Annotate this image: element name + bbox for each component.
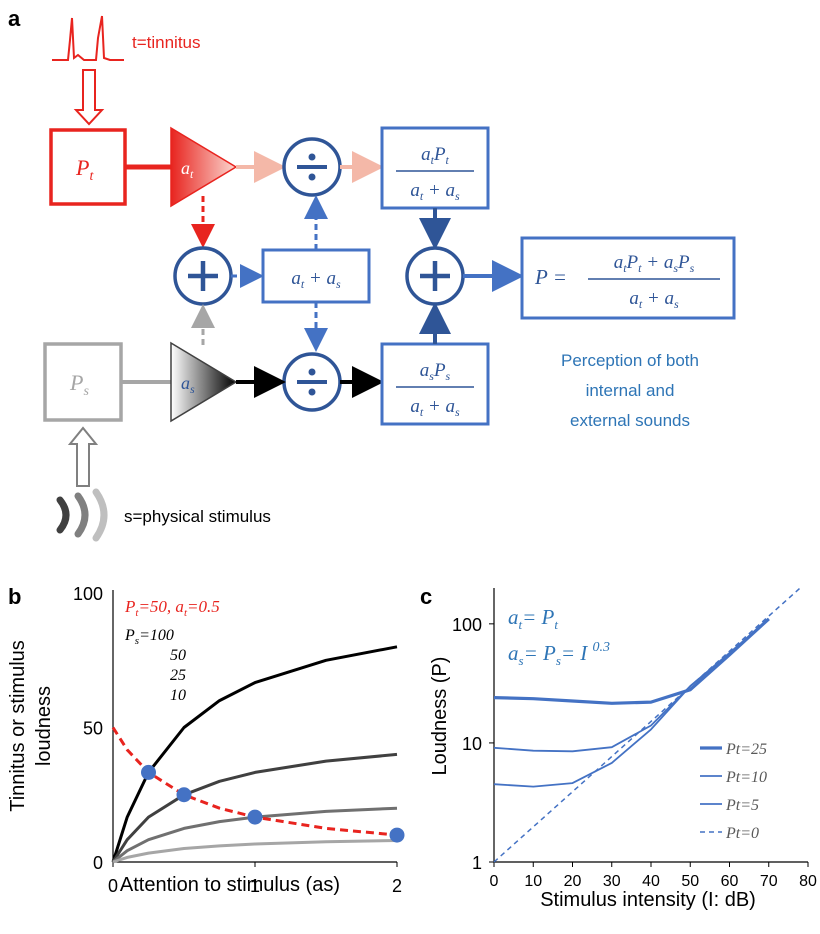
c-x-tick-label: 40 — [642, 873, 660, 890]
stimulus-label: s=physical stimulus — [124, 507, 271, 526]
b-series-line-3 — [112, 839, 398, 864]
panel-c-label: c — [420, 584, 432, 609]
c-x-tick-label: 10 — [524, 873, 542, 890]
b-x-ticks: 0 1 2 — [108, 862, 402, 896]
b-series-line-0 — [111, 645, 398, 863]
b-y-tick-label: 50 — [83, 719, 103, 739]
c-x-tick-label: 50 — [681, 873, 699, 890]
at-amplifier-label: at — [181, 158, 194, 181]
b-series-line-1 — [111, 752, 398, 863]
b-legend-ps-25: 25 — [170, 667, 186, 684]
c-series-line-2 — [493, 618, 770, 788]
c-x-tick-label: 80 — [799, 873, 817, 890]
b-x-axis-label: Attention to stimulus (as) — [120, 874, 340, 896]
b-x-tick-label: 2 — [392, 876, 402, 896]
c-x-tick-label: 0 — [490, 873, 499, 890]
panel-a-label: a — [8, 6, 21, 31]
perception-line-1: Perception of both — [561, 351, 699, 370]
tinnitus-label: t=tinnitus — [132, 33, 201, 52]
frac-bottom-numerator: asPs — [420, 360, 451, 383]
b-points-group — [141, 764, 405, 843]
c-y-axis-label: Loudness (P) — [429, 657, 451, 776]
b-legend-ps-100: Ps=100 — [124, 627, 174, 647]
b-intersection-point — [176, 787, 192, 803]
result-box — [520, 236, 736, 320]
c-y-ticks: 1 10 100 — [452, 615, 494, 873]
b-series-line-2 — [112, 806, 398, 864]
c-y-tick-label: 100 — [452, 615, 482, 635]
divide-top-dot2 — [308, 173, 316, 181]
b-intersection-point — [141, 764, 156, 780]
c-x-ticks: 0 10 20 30 40 50 60 70 80 — [490, 862, 817, 890]
stimulus-input-arrow-icon — [67, 426, 99, 487]
b-series-group — [111, 645, 398, 864]
sum-box — [261, 248, 371, 304]
b-intersection-point — [389, 827, 405, 843]
b-x-tick-label: 1 — [250, 876, 260, 896]
c-legend-label: Pt=25 — [725, 741, 767, 758]
panel-b-label: b — [8, 584, 21, 609]
b-intersection-point — [247, 809, 263, 825]
frac-bottom-box — [380, 342, 490, 426]
tinnitus-waveform-icon — [52, 15, 124, 61]
b-y-tick-label: 100 — [73, 584, 103, 604]
c-series-line-0 — [493, 617, 770, 705]
b-legend-ps-10: 10 — [170, 687, 186, 704]
panel-c: c 1 10 100 0 10 20 30 40 50 60 70 80 Stimulus inte… — [420, 584, 817, 911]
c-x-tick-label: 70 — [760, 873, 778, 890]
result-lhs: P = — [534, 265, 567, 289]
c-series-line-1 — [493, 618, 770, 753]
c-equation-2: as= Ps= I 0.3 — [508, 640, 610, 668]
b-y-axis-label-line2: loudness — [33, 686, 55, 766]
tinnitus-input-arrow-icon — [73, 69, 105, 126]
c-x-tick-label: 60 — [721, 873, 739, 890]
b-legend-ps-50: 50 — [170, 647, 186, 664]
b-y-axis-label-line1: Tinnitus or stimulus — [7, 640, 29, 812]
at-amplifier-icon — [170, 126, 238, 208]
b-y-tick-label: 0 — [93, 853, 103, 873]
c-legend-label: Pt=5 — [725, 797, 759, 814]
c-series-line-3 — [493, 587, 801, 863]
result-denominator: at + as — [629, 288, 679, 311]
c-equation-1: at= Pt — [508, 605, 558, 632]
as-amplifier-icon — [170, 341, 238, 423]
perception-line-3: external sounds — [570, 411, 690, 430]
frac-bottom-denominator: at + as — [410, 396, 460, 419]
c-y-tick-label: 1 — [472, 853, 482, 873]
c-y-tick-label: 10 — [462, 734, 482, 754]
divide-top-dot1 — [308, 153, 316, 161]
c-series-group — [493, 587, 801, 863]
c-legend-label: Pt=0 — [725, 825, 759, 842]
c-x-axis-label: Stimulus intensity (I: dB) — [540, 889, 756, 911]
as-amplifier-label: as — [181, 373, 195, 396]
sound-wave-icon — [56, 488, 108, 542]
sum-box-label: at + as — [291, 268, 341, 291]
result-numerator: atPt + asPs — [614, 252, 695, 275]
divide-bottom-dot2 — [308, 388, 316, 396]
c-legend-label: Pt=10 — [725, 769, 767, 786]
b-series-line-4 — [111, 726, 398, 837]
b-x-tick-label: 0 — [108, 876, 118, 896]
c-x-tick-label: 20 — [564, 873, 582, 890]
b-y-axis-label: Tinnitus or stimulus loudness — [7, 640, 55, 812]
frac-top-numerator: atPt — [421, 144, 449, 167]
perception-line-2: internal and — [586, 381, 675, 400]
pt-box-label: Pt — [75, 155, 94, 184]
b-y-ticks: 0 50 100 — [73, 584, 103, 873]
c-x-tick-label: 30 — [603, 873, 621, 890]
frac-top-denominator: at + as — [410, 180, 460, 203]
b-legend-title: Pt=50, at=0.5 — [124, 597, 220, 619]
divide-bottom-dot1 — [308, 368, 316, 376]
ps-box-label: Ps — [69, 370, 89, 399]
panel-a: a t=tinnitus Pt at atPt at + as — [8, 6, 736, 542]
pt-box — [49, 128, 127, 206]
